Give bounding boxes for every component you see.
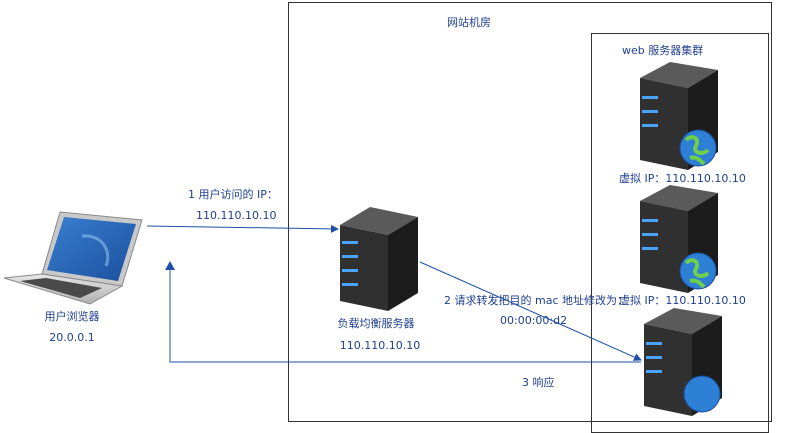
step2-label: 2 请求转发把目的 mac 地址修改为： (444, 294, 628, 307)
web-server-icon (640, 185, 718, 293)
forward-arrow (419, 261, 642, 361)
web-server-vip: 虚拟 IP：110.110.10.10 (619, 294, 746, 307)
cluster-label: web 服务器集群 (622, 44, 704, 57)
datacenter-label: 网站机房 (447, 16, 491, 29)
step2-mac: 00:00:00:d2 (500, 314, 568, 327)
web-server-icon (640, 62, 718, 170)
web-server-icon (644, 308, 722, 416)
step1-ip: 110.110.10.10 (196, 209, 277, 222)
load-balancer-server-icon (340, 207, 418, 311)
load-balancer-name: 负载均衡服务器 (337, 317, 415, 330)
request-arrow (146, 224, 339, 233)
step1-label: 1 用户访问的 IP： (188, 188, 278, 201)
laptop-icon (3, 211, 143, 305)
step3-label: 3 响应 (522, 376, 555, 389)
connection-lines (146, 224, 642, 363)
response-arrow (169, 262, 641, 363)
client-name: 用户浏览器 (44, 310, 100, 323)
web-server-vip: 虚拟 IP：110.110.10.10 (619, 172, 746, 185)
client-ip: 20.0.0.1 (49, 331, 95, 344)
load-balancer-ip: 110.110.10.10 (339, 339, 421, 352)
